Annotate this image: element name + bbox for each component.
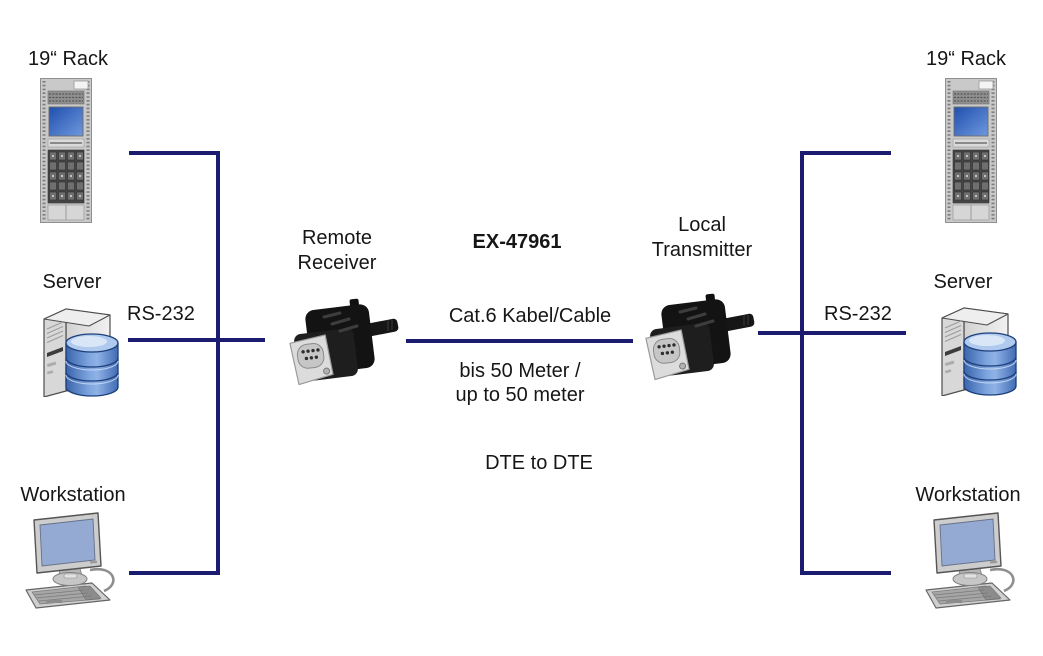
left-workstation-branch-wire [129,571,220,575]
right-workstation-icon [922,510,1022,610]
local-transmitter-label-line2: Transmitter [651,239,753,261]
right-workstation-label: Workstation [915,484,1021,506]
cable-distance-line1: bis 50 Meter / [459,360,581,382]
remote-receiver-label: Remote Receiver [277,226,397,276]
left-trunk-wire-vertical [216,151,220,575]
right-trunk-wire-vertical [800,151,804,575]
cable-type-label: Cat.6 Kabel/Cable [448,305,612,327]
left-rack-branch-wire [129,151,220,155]
remote-receiver-connector-icon [280,293,400,398]
left-workstation-icon [22,510,122,610]
right-workstation-branch-wire [800,571,891,575]
local-transmitter-label: Local Transmitter [632,213,772,263]
cat6-cable-wire [406,339,633,343]
left-server-icon [32,297,122,397]
product-title: EX-47961 [472,231,562,253]
remote-receiver-label-line2: Receiver [297,252,377,274]
left-rack-label: 19“ Rack [27,48,109,70]
cable-distance-label: bis 50 Meter / up to 50 meter [420,359,620,407]
right-rack-branch-wire [800,151,891,155]
local-transmitter-label-line1: Local [678,214,726,236]
right-server-icon [930,296,1020,396]
right-rack-icon [945,78,997,223]
right-server-label: Server [933,271,993,293]
right-rs232-label: RS-232 [824,303,892,325]
left-server-branch-wire [128,338,265,342]
remote-receiver-label-line1: Remote [301,227,373,249]
left-rs232-label: RS-232 [127,303,195,325]
mode-label: DTE to DTE [485,452,593,474]
left-server-label: Server [42,271,102,293]
right-rack-label: 19“ Rack [925,48,1007,70]
left-rack-icon [40,78,92,223]
local-transmitter-connector-icon [636,288,756,393]
cable-distance-line2: up to 50 meter [455,384,585,406]
right-server-branch-wire [758,331,906,335]
left-workstation-label: Workstation [20,484,126,506]
